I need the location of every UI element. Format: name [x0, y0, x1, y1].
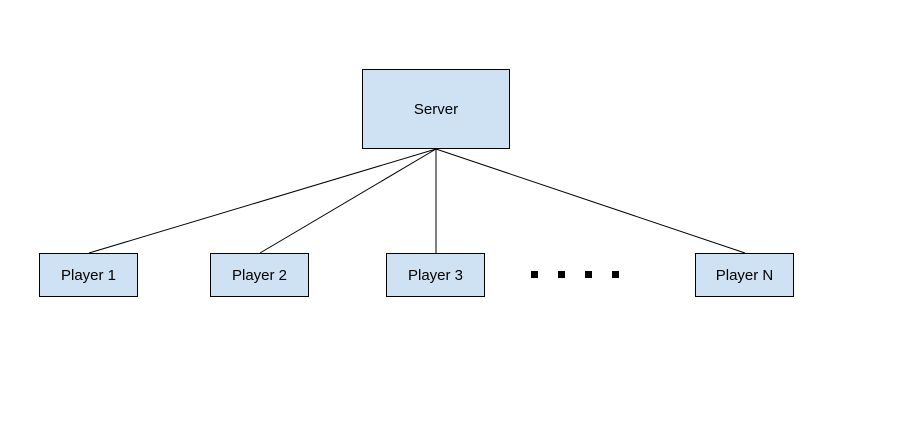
player-2-label: Player 2: [231, 266, 288, 284]
ellipsis-dot: [585, 271, 592, 278]
ellipsis-dot: [531, 271, 538, 278]
player-3-node: Player 3: [386, 253, 485, 297]
server-label: Server: [413, 100, 459, 118]
player-n-node: Player N: [695, 253, 794, 297]
ellipsis-dots: [527, 268, 623, 280]
player-n-label: Player N: [715, 266, 774, 284]
edge-server-player-n: [435, 148, 746, 254]
edge-server-player-1: [88, 148, 437, 254]
ellipsis-dot: [558, 271, 565, 278]
player-1-label: Player 1: [60, 266, 117, 284]
player-1-node: Player 1: [39, 253, 138, 297]
player-3-label: Player 3: [407, 266, 464, 284]
ellipsis-dot: [612, 271, 619, 278]
server-node: Server: [362, 69, 510, 149]
edge-server-player-2: [259, 148, 437, 254]
player-2-node: Player 2: [210, 253, 309, 297]
